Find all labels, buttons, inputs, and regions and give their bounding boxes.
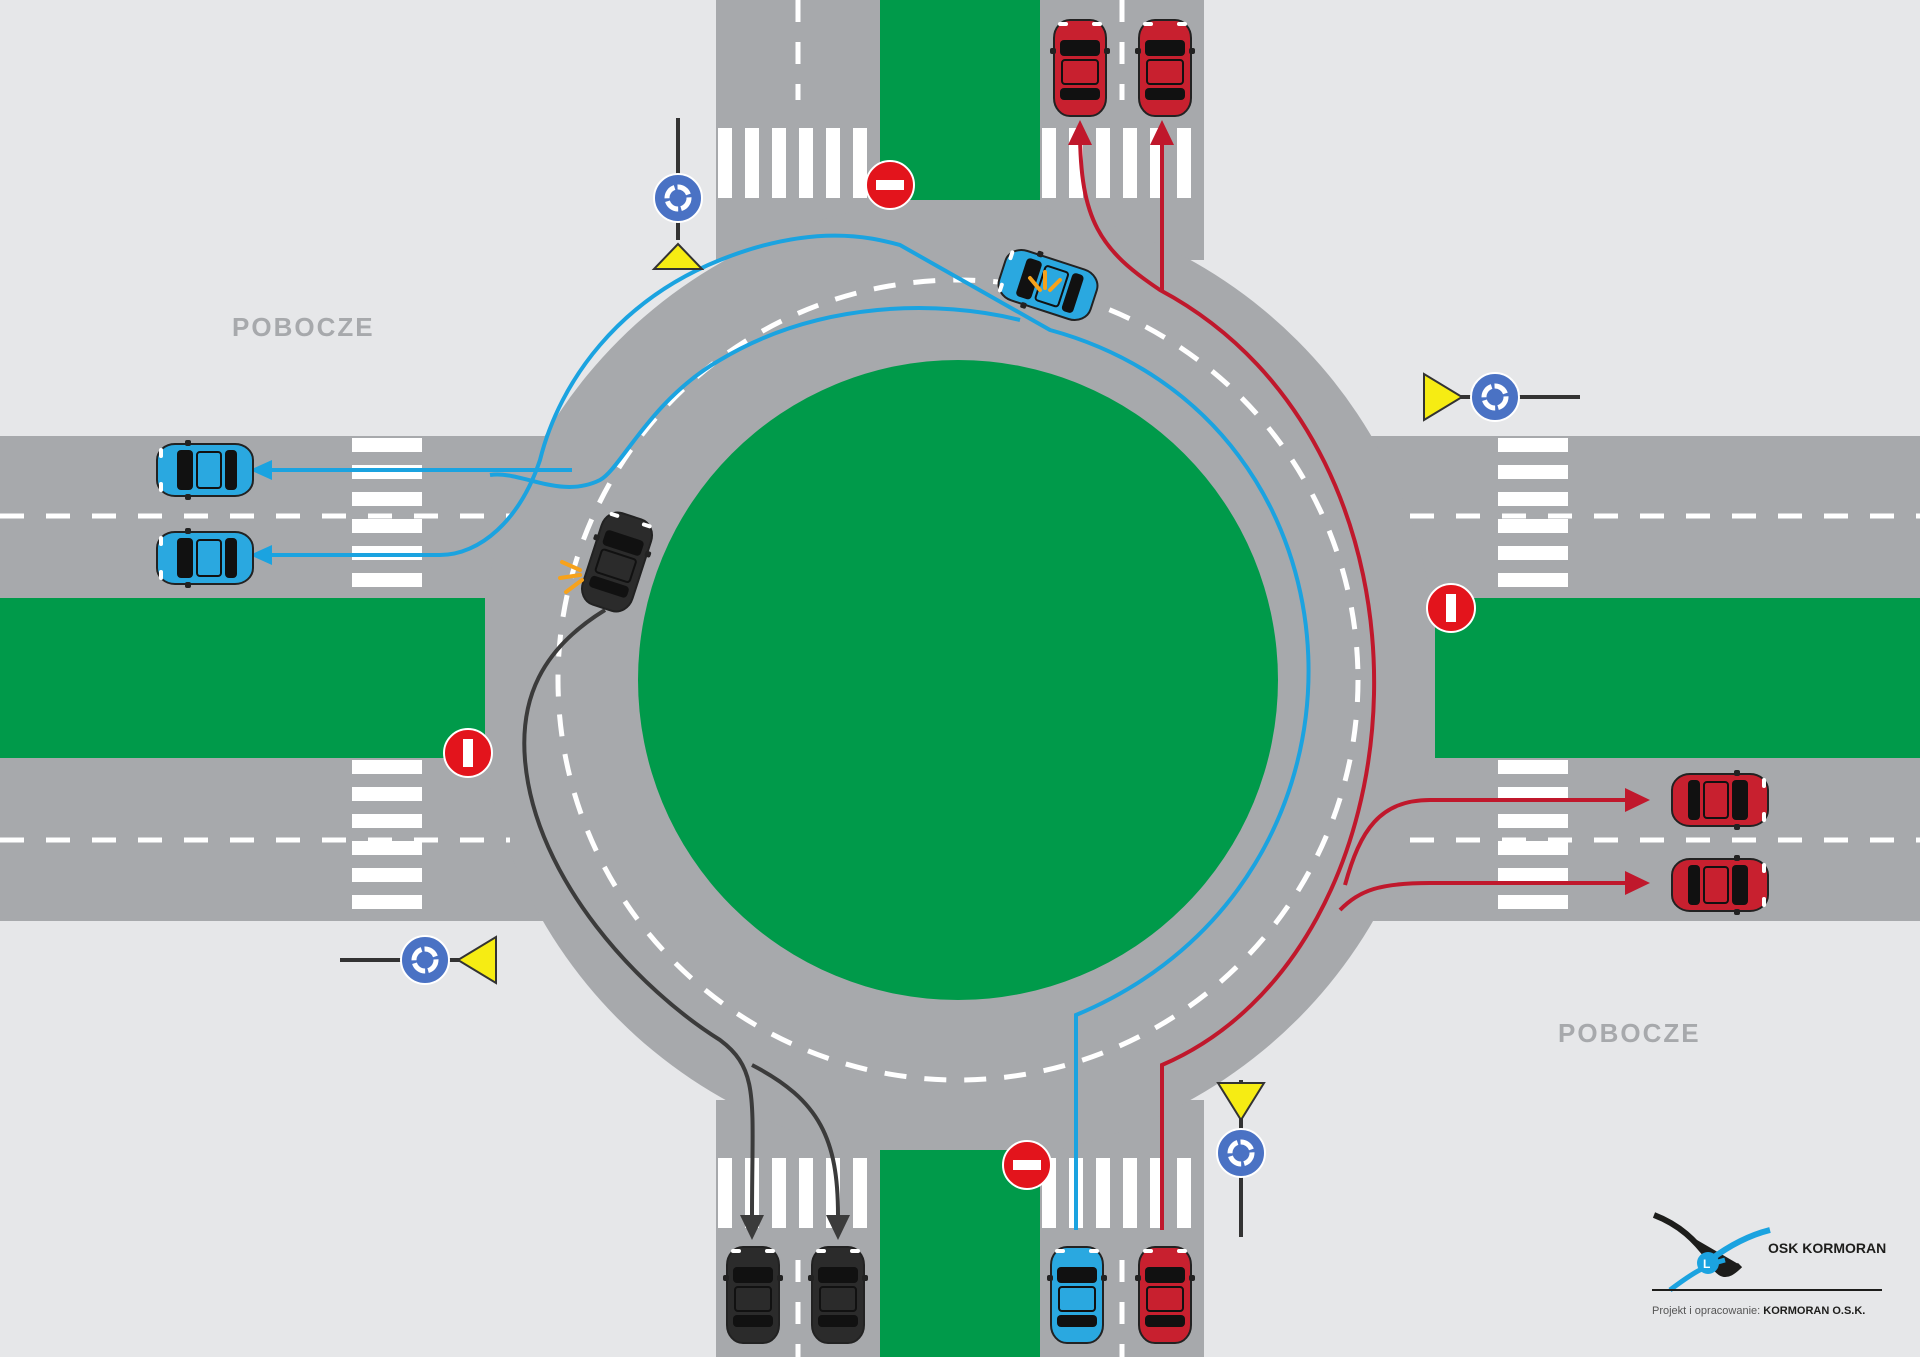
car-blue-left-1 [156, 440, 254, 500]
shoulder-label-bottom-right: POBOCZE [1558, 1018, 1701, 1048]
credit-name: KORMORAN O.S.K. [1763, 1305, 1866, 1317]
kormoran-logo-icon: L [1652, 1212, 1771, 1293]
car-blue-bottom [1047, 1246, 1107, 1344]
car-red-top-2 [1135, 19, 1195, 117]
car-black-bottom-2 [808, 1246, 868, 1344]
path-red-right [1338, 788, 1650, 912]
roundabout-sign-bottom-right [1217, 1080, 1265, 1237]
path-blue-inner [489, 306, 1021, 489]
turn-signal-icon [1028, 270, 1062, 292]
crosswalk-right-lower [1498, 760, 1568, 909]
branding-divider [1652, 1289, 1882, 1291]
yield-sign-icon [1423, 372, 1464, 422]
no-entry-sign-icon [1426, 583, 1476, 633]
credit-prefix: Projekt i opracowanie: [1652, 1305, 1761, 1317]
brand-name: OSK KORMORAN [1768, 1240, 1887, 1256]
roundabout-sign-top-left [651, 118, 705, 270]
crosswalk-right-upper [1498, 438, 1568, 587]
roundabout-sign-left [340, 935, 497, 985]
credit-line: Projekt i opracowanie: KORMORAN O.S.K. [1652, 1305, 1865, 1317]
car-red-bottom [1135, 1246, 1195, 1344]
no-entry-sign-icon [1002, 1140, 1052, 1190]
yield-sign-icon [456, 935, 497, 985]
crosswalk-bottom-right [1042, 1158, 1191, 1228]
car-blue-left-2 [156, 528, 254, 588]
roundabout-sign-icon [1471, 373, 1519, 421]
path-blue-left-upper [250, 460, 572, 480]
crosswalk-bottom-left [718, 1158, 867, 1228]
roundabout-sign-icon [654, 174, 702, 222]
svg-text:L: L [1703, 1257, 1710, 1271]
yield-sign-icon [1216, 1082, 1266, 1122]
roundabout-sign-icon [401, 936, 449, 984]
path-blue-outer [250, 233, 1311, 1230]
car-red-top-1 [1050, 19, 1110, 117]
crosswalk-left-lower [352, 760, 422, 909]
turn-signal-icon [558, 560, 584, 594]
yield-sign-icon [651, 242, 705, 270]
roundabout-sign-right [1423, 372, 1580, 422]
car-black-bottom-1 [723, 1246, 783, 1344]
no-entry-sign-icon [865, 160, 915, 210]
car-red-right-2 [1671, 855, 1769, 915]
no-entry-sign-icon [443, 728, 493, 778]
path-red-top [1068, 120, 1376, 1230]
path-black [522, 608, 850, 1240]
crosswalk-top-left [718, 128, 867, 198]
roundabout-sign-icon [1217, 1129, 1265, 1177]
shoulder-label-top-left: POBOCZE [232, 312, 375, 342]
car-red-right-1 [1671, 770, 1769, 830]
